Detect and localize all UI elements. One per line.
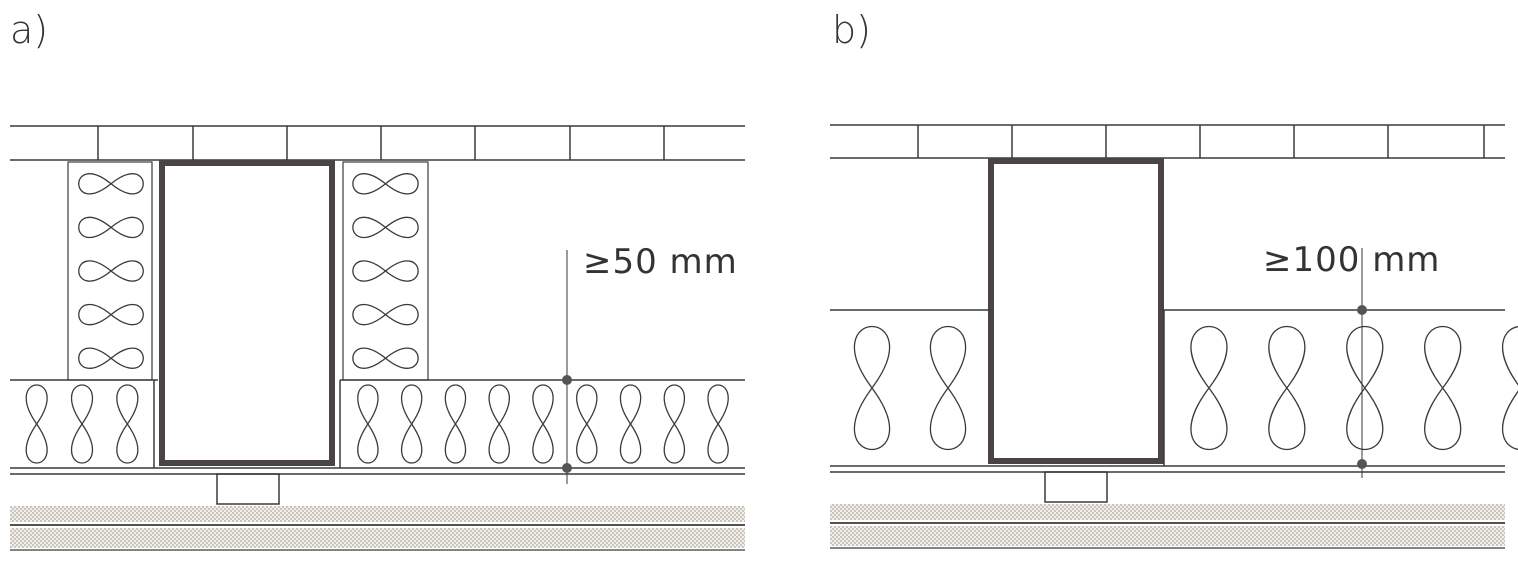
insulation-loop [78,173,144,195]
panel-b-dimension-label: ≥100 mm [1263,240,1441,280]
dimension-dot [1357,459,1367,469]
insulation-loop [488,384,510,464]
insulation-loop [1346,326,1384,450]
insulation-loop [70,384,94,464]
insulation-loop [853,326,891,450]
insulation-loop [663,384,686,464]
insulation-loop [576,384,598,464]
insulation-loop [619,384,642,464]
insulation-loop [78,260,144,282]
insulation-loop [25,384,48,464]
insulation-loop [352,260,419,282]
panel-b-label: b) [832,8,871,52]
insulation-loop [532,384,554,464]
dotted-layer [10,528,745,548]
insulation-loop [1424,326,1462,450]
panel-a-section [10,125,745,551]
dotted-layer [10,506,745,522]
insulation-loop [78,347,144,369]
insulation-loop [352,303,419,326]
dotted-layer [830,504,1505,520]
dotted-layer [830,526,1505,546]
dimension-dot [562,463,572,473]
insulation-loop [116,384,139,464]
spacer-block [216,473,280,505]
insulation-loop [78,216,144,239]
dimension-dot [1357,305,1367,315]
insulation-loop [1268,326,1306,450]
panel-a-dimension-label: ≥50 mm [583,242,738,282]
insulation-loop [78,303,144,326]
insulation-loop [707,384,729,464]
stud-frame [988,158,1164,464]
dimension-dot [562,375,572,385]
insulation-loop [929,326,967,450]
insulation-loop [444,384,467,464]
spacer-block [1044,471,1108,503]
insulation-loop [400,384,423,464]
stud-frame [159,160,335,466]
insulation-loop [1190,326,1228,450]
insulation-loop [352,347,419,369]
panel-b-section [830,124,1518,549]
insulation-loop [352,173,419,195]
insulation-loop [357,384,379,464]
insulation-loop [352,216,419,239]
insulation-loop [1501,326,1518,450]
panel-a-label: a) [10,8,49,52]
